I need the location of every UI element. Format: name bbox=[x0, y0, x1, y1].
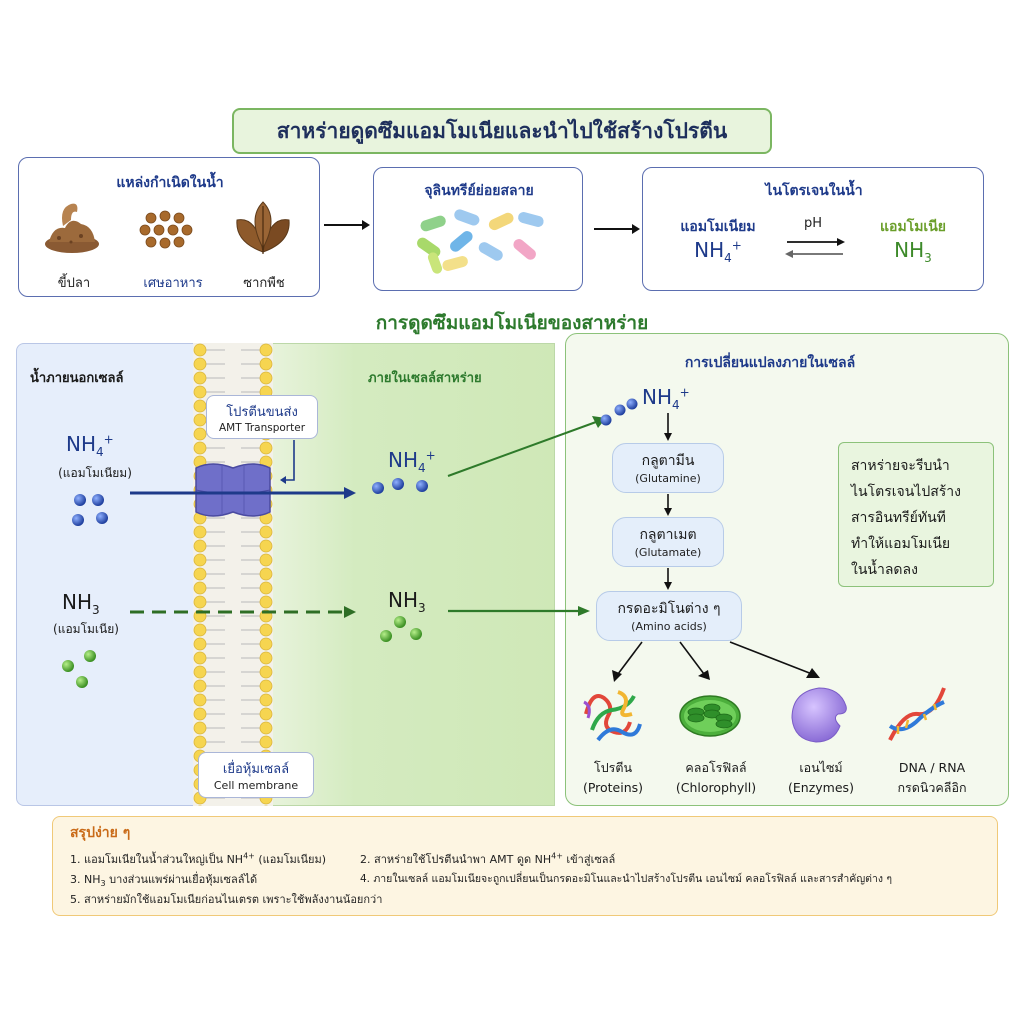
amino-acids-label-en: (Amino acids) bbox=[631, 620, 707, 633]
transporter-pointer-arrow bbox=[280, 440, 295, 484]
outside-ammonium-name: (แอมโมเนียม) bbox=[58, 466, 132, 480]
flow-arrow-2 bbox=[594, 224, 640, 234]
product-proteins-en: (Proteins) bbox=[582, 780, 644, 795]
outside-ammonia-name: (แอมโมเนีย) bbox=[53, 622, 119, 636]
note-line: สารอินทรีย์ทันที bbox=[851, 510, 946, 526]
membrane-label-en: Cell membrane bbox=[213, 779, 299, 792]
equilibrium-arrows-icon bbox=[785, 238, 845, 258]
main-title: สาหร่ายดูดซึมแอมโมเนียและนำไปใช้สร้างโปร… bbox=[232, 108, 772, 154]
product-dna-rna: DNA / RNA bbox=[898, 760, 966, 775]
note-line: สาหร่ายจะรีบนำ bbox=[851, 458, 950, 474]
product-branch-arrows bbox=[612, 641, 820, 682]
ammonia-label: แอมโมเนีย bbox=[880, 219, 946, 235]
product-proteins-th: โปรตีน bbox=[593, 760, 633, 775]
source-label-fish-waste: ขี้ปลา bbox=[57, 276, 91, 291]
glutamine-label-en: (Glutamine) bbox=[635, 472, 701, 485]
outside-cell-region bbox=[16, 343, 196, 806]
product-nucleic-acids-th: กรดนิวคลีอิก bbox=[897, 780, 967, 795]
membrane-label-th: เยื่อหุ้มเซลล์ bbox=[222, 762, 290, 777]
inside-ammonia-formula: NH3 bbox=[388, 588, 426, 615]
down-arrow-1 bbox=[664, 413, 672, 441]
down-arrow-3 bbox=[664, 568, 672, 590]
summary-item-2: 2. สาหร่ายใช้โปรตีนนำพา AMT ดูด NH4+ เข้… bbox=[360, 851, 616, 866]
ammonium-formula: NH4+ bbox=[694, 238, 742, 265]
product-enzymes: เอนไซม์ (Enzymes) bbox=[776, 758, 866, 798]
transporter-label-th: โปรตีนขนส่ง bbox=[226, 405, 298, 420]
amino-acids-label-th: กรดอะมิโนต่าง ๆ bbox=[617, 601, 721, 617]
ammonia-diffusion-arrow bbox=[130, 606, 356, 618]
summary-item-5: 5. สาหร่ายมักใช้แอมโมเนียก่อนไนเตรต เพรา… bbox=[70, 893, 383, 906]
ammonium-molecules-conversion bbox=[600, 398, 638, 426]
ph-label: pH bbox=[803, 216, 823, 231]
sources-title: แหล่งกำเนิดในน้ำ bbox=[116, 175, 224, 191]
summary-title: สรุปง่าย ๆ bbox=[70, 825, 131, 841]
sources-panel: แหล่งกำเนิดในน้ำ ขี้ปลา เศษอาหาร ซากพืช bbox=[18, 157, 320, 297]
nitrogen-title: ไนโตรเจนในน้ำ bbox=[765, 183, 863, 199]
note-line: ไนโตรเจนไปสร้าง bbox=[851, 484, 961, 500]
ammonia-formula: NH3 bbox=[894, 238, 932, 265]
source-label-food-scraps: เศษอาหาร bbox=[143, 276, 203, 291]
down-arrow-2 bbox=[664, 494, 672, 516]
glutamine-step: กลูตามีน (Glutamine) bbox=[612, 443, 724, 493]
source-label-plant-debris: ซากพืช bbox=[243, 276, 285, 291]
plant-debris-icon bbox=[236, 201, 290, 254]
nitrogen-panel: ไนโตรเจนในน้ำ แอมโมเนียม NH4+ pH แอมโมเน… bbox=[642, 167, 984, 291]
product-enzymes-th: เอนไซม์ bbox=[799, 760, 843, 775]
decomposition-panel: จุลินทรีย์ย่อยสลาย bbox=[373, 167, 583, 291]
protein-structure-icon bbox=[583, 690, 642, 742]
amino-acids-step: กรดอะมิโนต่าง ๆ (Amino acids) bbox=[596, 591, 742, 641]
ammonia-molecules-inside bbox=[380, 616, 422, 642]
outside-ammonia-formula: NH3 bbox=[62, 590, 100, 617]
outside-ammonium-formula: NH4+ bbox=[66, 432, 114, 459]
membrane-callout: เยื่อหุ้มเซลล์ Cell membrane bbox=[198, 752, 314, 798]
ammonium-label: แอมโมเนียม bbox=[680, 219, 756, 235]
summary-item-3: 3. NH3 บางส่วนแพร่ผ่านเยื่อหุ้มเซลล์ได้ bbox=[70, 873, 258, 889]
fish-waste-icon bbox=[45, 203, 99, 253]
note-line: ในน้ำลดลง bbox=[851, 562, 918, 578]
transporter-label-en: AMT Transporter bbox=[218, 422, 306, 434]
ammonia-molecules-outside bbox=[62, 650, 96, 688]
amt-transporter-protein-icon bbox=[195, 463, 271, 517]
conversion-ammonium-formula: NH4+ bbox=[642, 385, 690, 412]
chlorophyll-chloroplast-icon bbox=[679, 695, 741, 737]
summary-item-1: 1. แอมโมเนียในน้ำส่วนใหญ่เป็น NH4+ (แอมโ… bbox=[70, 851, 327, 866]
product-chlorophyll-en: (Chlorophyll) bbox=[675, 780, 757, 795]
glutamine-label-th: กลูตามีน bbox=[641, 453, 695, 469]
food-scraps-icon bbox=[139, 210, 193, 249]
product-enzymes-en: (Enzymes) bbox=[788, 780, 854, 795]
note-line: ทำให้แอมโมเนีย bbox=[851, 536, 951, 552]
ammonia-to-amino-arrow bbox=[448, 606, 590, 616]
absorption-section-title: การดูดซึมแอมโมเนียของสาหร่าย bbox=[375, 312, 649, 334]
glutamate-step: กลูตาเมต (Glutamate) bbox=[612, 517, 724, 567]
decomposition-title: จุลินทรีย์ย่อยสลาย bbox=[424, 183, 534, 199]
product-chlorophyll: คลอโรฟิลล์ (Chlorophyll) bbox=[668, 758, 764, 798]
outside-label: น้ำภายนอกเซลล์ bbox=[30, 371, 124, 386]
absorption-note: สาหร่ายจะรีบนำ ไนโตรเจนไปสร้าง สารอินทรี… bbox=[838, 442, 994, 587]
flow-arrow-1 bbox=[324, 220, 370, 230]
product-proteins: โปรตีน (Proteins) bbox=[570, 758, 656, 798]
ammonium-uptake-arrow bbox=[130, 487, 356, 499]
inside-label: ภายในเซลล์สาหร่าย bbox=[368, 371, 482, 386]
summary-item-4: 4. ภายในเซลล์ แอมโมเนียจะถูกเปลี่ยนเป็นก… bbox=[360, 873, 892, 885]
bacteria-icon bbox=[417, 209, 544, 274]
glutamate-label-en: (Glutamate) bbox=[634, 546, 702, 559]
summary-box bbox=[52, 816, 998, 916]
enzyme-icon bbox=[791, 687, 847, 743]
transporter-callout: โปรตีนขนส่ง AMT Transporter bbox=[206, 395, 318, 439]
product-nucleic-acids: DNA / RNA กรดนิวคลีอิก bbox=[880, 758, 984, 798]
inside-ammonium-formula: NH4+ bbox=[388, 448, 436, 475]
glutamate-label-th: กลูตาเมต bbox=[639, 527, 697, 543]
conversion-title: การเปลี่ยนแปลงภายในเซลล์ bbox=[684, 355, 856, 371]
ammonium-to-glutamine-arrow bbox=[447, 416, 606, 477]
product-chlorophyll-th: คลอโรฟิลล์ bbox=[685, 760, 747, 775]
ammonium-molecules-outside bbox=[72, 494, 108, 526]
dna-helix-icon bbox=[888, 687, 946, 741]
ammonium-molecules-inside bbox=[372, 478, 428, 494]
